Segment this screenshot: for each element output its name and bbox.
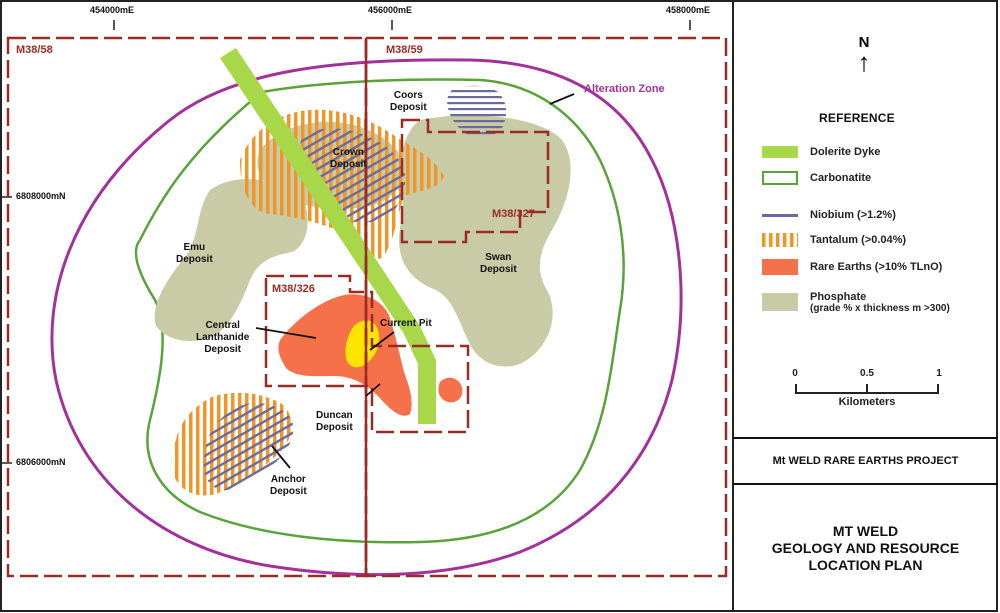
dolerite-dyke-swatch bbox=[760, 146, 800, 158]
lease-m38-327 bbox=[400, 118, 550, 244]
lease-label-m38-326: M38/326 bbox=[272, 283, 315, 295]
legend-item-niobium: Niobium (>1.2%) bbox=[760, 204, 896, 226]
current-pit-label: Current Pit bbox=[380, 318, 432, 329]
niobium-coors bbox=[447, 85, 507, 138]
northing-6808000: 6808000mN bbox=[16, 191, 66, 201]
legend-label: Carbonatite bbox=[810, 172, 872, 184]
legend-item-dolerite-dyke: Dolerite Dyke bbox=[760, 141, 880, 163]
north-arrow-icon: ↑ bbox=[857, 47, 871, 77]
carbonatite-outline bbox=[134, 78, 625, 544]
north-arrow: N ↑ bbox=[844, 34, 884, 77]
northing-6806000: 6806000mN bbox=[16, 457, 66, 467]
scale-units: Kilometers bbox=[838, 396, 896, 408]
legend-item-phosphate: Phosphate (grade % x thickness m >300) bbox=[760, 287, 950, 317]
tantalum-swatch bbox=[760, 233, 800, 247]
north-label: N bbox=[858, 34, 870, 51]
phosphate-swatch bbox=[760, 293, 800, 311]
lease-label-m38-59: M38/59 bbox=[386, 44, 423, 56]
alteration-zone-outline bbox=[50, 58, 683, 577]
legend-title: REFERENCE bbox=[819, 111, 895, 125]
niobium-swatch bbox=[760, 213, 800, 217]
legend-label: Tantalum (>0.04%) bbox=[810, 234, 907, 246]
project-title: Mt WELD RARE EARTHS PROJECT bbox=[733, 437, 998, 485]
scale-tick-0: 0 bbox=[792, 368, 798, 379]
lease-label-m38-327: M38/327 bbox=[492, 208, 535, 220]
alteration-zone-label: Alteration Zone bbox=[584, 83, 665, 95]
scale-tick-1: 1 bbox=[936, 368, 942, 379]
lease-label-m38-58: M38/58 bbox=[16, 44, 53, 56]
plan-title: MT WELD GEOLOGY AND RESOURCE LOCATION PL… bbox=[771, 522, 960, 573]
easting-458000: 458000mE bbox=[666, 5, 711, 15]
dolerite-dyke bbox=[220, 48, 436, 424]
easting-454000: 454000mE bbox=[90, 5, 135, 15]
legend-label: Dolerite Dyke bbox=[810, 146, 881, 158]
lease-m38-326 bbox=[264, 274, 470, 434]
legend-label: Rare Earths (>10% TLnO) bbox=[810, 261, 943, 273]
legend-sublabel: (grade % x thickness m >300) bbox=[810, 302, 950, 314]
easting-456000: 456000mE bbox=[368, 5, 413, 15]
niobium-anchor bbox=[204, 402, 294, 491]
legend-label: Phosphate (grade % x thickness m >300) bbox=[810, 290, 950, 314]
legend-item-rare-earths: Rare Earths (>10% TLnO) bbox=[760, 256, 942, 278]
scale-bar: 0 0.5 1 Kilometers bbox=[790, 368, 950, 408]
legend-item-tantalum: Tantalum (>0.04%) bbox=[760, 229, 906, 251]
legend-label: Niobium (>1.2%) bbox=[810, 209, 896, 221]
rare-earths-swatch bbox=[760, 259, 800, 275]
carbonatite-swatch bbox=[760, 171, 800, 185]
phosphate-emu bbox=[154, 179, 308, 341]
legend-item-carbonatite: Carbonatite bbox=[760, 167, 871, 189]
current-pit bbox=[345, 320, 380, 368]
scale-tick-0-5: 0.5 bbox=[860, 368, 874, 379]
rare-earths-duncan bbox=[438, 377, 463, 403]
